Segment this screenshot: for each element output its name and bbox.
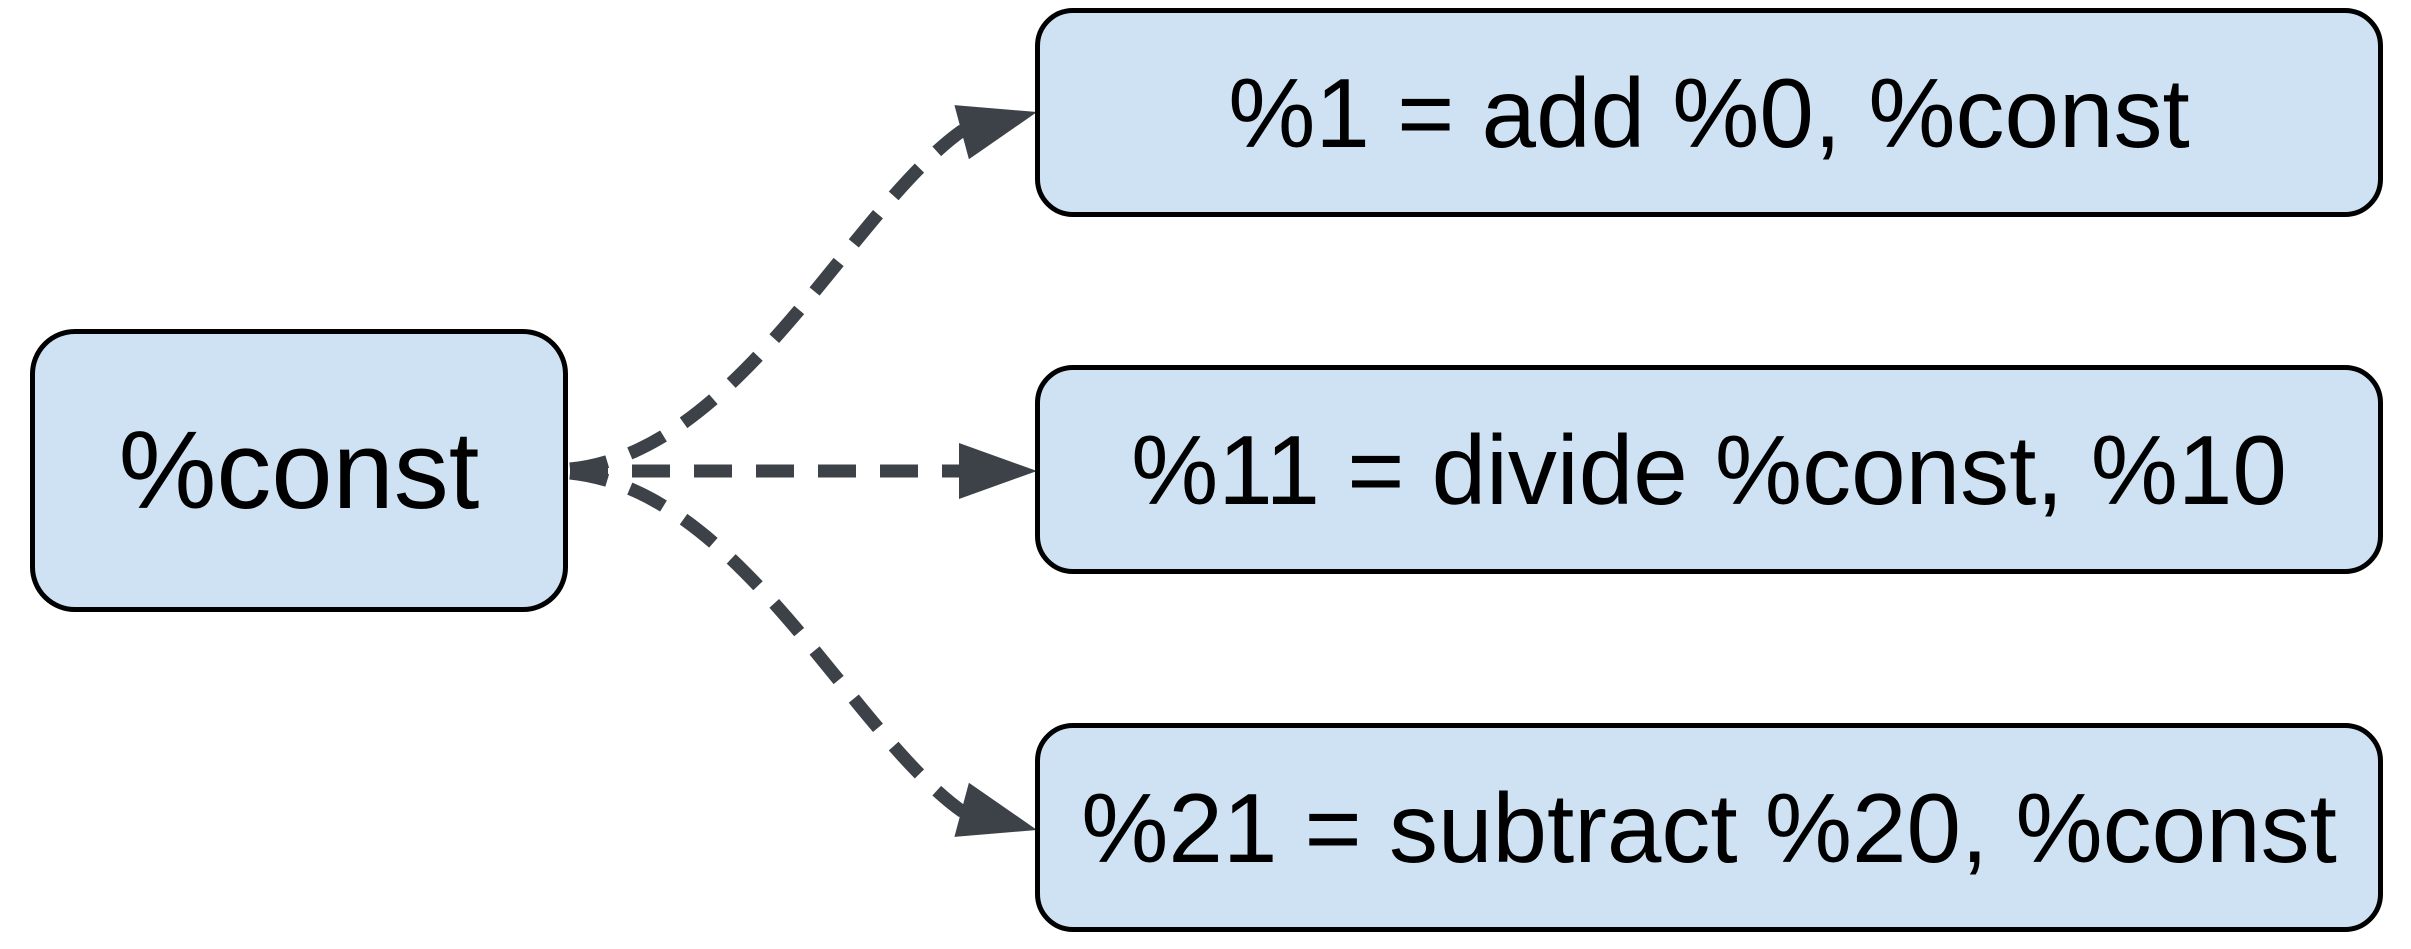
- node-const-label: %const: [118, 408, 480, 532]
- node-subtract-instruction: %21 = subtract %20, %const: [1035, 723, 2383, 932]
- node-divide-label: %11 = divide %const, %10: [1131, 414, 2287, 525]
- edge-const-to-subtract: [569, 466, 967, 818]
- node-const: %const: [30, 329, 568, 612]
- node-add-label: %1 = add %0, %const: [1228, 57, 2190, 168]
- arrowhead-icon: [959, 443, 1037, 499]
- node-add-instruction: %1 = add %0, %const: [1035, 8, 2383, 217]
- node-divide-instruction: %11 = divide %const, %10: [1035, 365, 2383, 574]
- arrowhead-icon: [954, 782, 1037, 837]
- node-subtract-label: %21 = subtract %20, %const: [1081, 772, 2337, 883]
- arrowhead-icon: [954, 105, 1037, 160]
- edge-const-to-add: [569, 124, 967, 476]
